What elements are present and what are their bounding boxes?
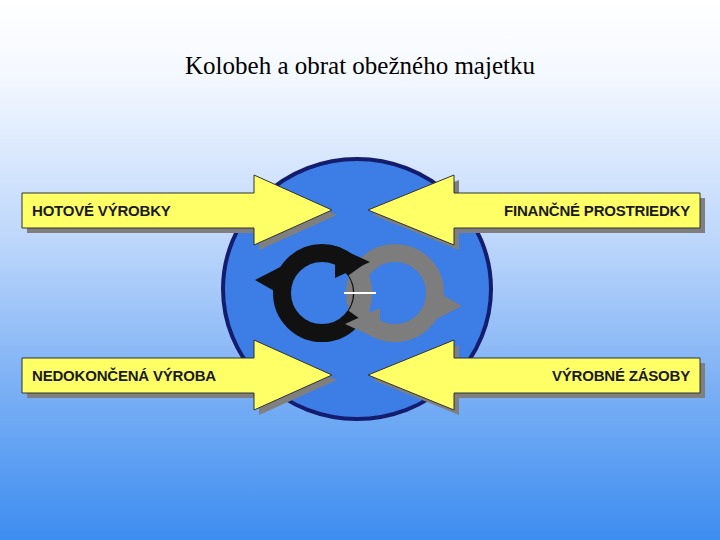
arrow-label: NEDOKONČENÁ VÝROBA	[32, 367, 216, 384]
arrow-fill	[368, 340, 700, 410]
arrow-fill	[22, 340, 332, 410]
arrow-label: HOTOVÉ VÝROBKY	[32, 202, 171, 219]
arrow-band: FINANČNÉ PROSTRIEDKY	[454, 193, 700, 228]
black-arrowhead	[255, 262, 290, 300]
arrow-box: VÝROBNÉ ZÁSOBY	[368, 340, 700, 410]
diagram-title: Kolobeh a obrat obežného majetku	[0, 52, 720, 80]
black-arrowhead	[335, 246, 370, 278]
arrow-box: FINANČNÉ PROSTRIEDKY	[368, 175, 700, 245]
gray-arrowhead	[427, 286, 462, 324]
arrow-band: HOTOVÉ VÝROBKY	[22, 193, 254, 228]
arrow-fill	[368, 175, 700, 245]
arrow-label: FINANČNÉ PROSTRIEDKY	[504, 202, 690, 219]
arrow-band: VÝROBNÉ ZÁSOBY	[454, 358, 700, 393]
arrow-fill	[22, 175, 332, 245]
arrow-label: VÝROBNÉ ZÁSOBY	[552, 367, 690, 384]
arrow-box: HOTOVÉ VÝROBKY	[22, 175, 332, 245]
arrow-band: NEDOKONČENÁ VÝROBA	[22, 358, 254, 393]
arrow-box: NEDOKONČENÁ VÝROBA	[22, 340, 332, 410]
center-mark	[344, 292, 376, 294]
gray-arrowhead	[345, 308, 380, 340]
